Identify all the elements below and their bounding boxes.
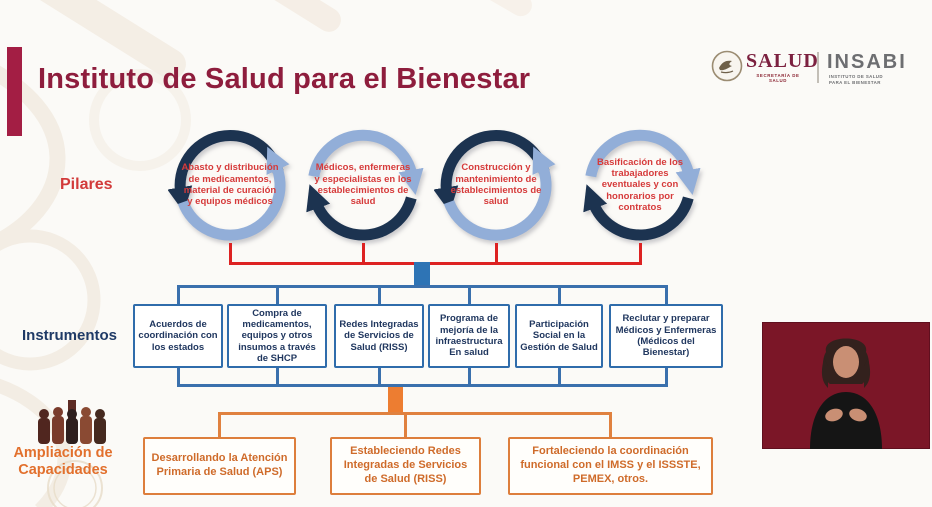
title-accent-bar — [7, 47, 22, 136]
eagle-seal-icon — [711, 50, 743, 82]
logo-divider — [817, 52, 819, 83]
connector-line — [404, 413, 407, 437]
connector-line — [228, 243, 232, 264]
connector-line — [275, 287, 279, 304]
connector-line — [177, 384, 668, 387]
cycle-arrows-icon — [168, 129, 290, 241]
instrumento-box-4: Programa de mejoría de la infraestructur… — [428, 304, 510, 368]
connector-line — [494, 243, 498, 264]
pillar-circle-3: Construcción y mantenimiento de establec… — [434, 123, 558, 247]
insabi-logo-text: INSABI — [827, 51, 907, 73]
connector-line — [176, 287, 180, 304]
connector-bar — [388, 387, 403, 414]
pillar-circle-1: Abasto y distribución de medicamentos, m… — [168, 123, 292, 247]
connector-line — [467, 368, 471, 386]
sign-language-interpreter-video — [762, 322, 930, 449]
connector-line — [361, 243, 365, 264]
pillar-circle-4: Basificación de los trabajadores eventua… — [578, 123, 702, 247]
connector-bar — [414, 262, 430, 288]
ampliacion-label: Ampliación de Capacidades — [13, 445, 113, 479]
connector-line — [377, 287, 381, 304]
connector-line — [377, 368, 381, 386]
cycle-arrows-icon — [583, 129, 701, 241]
cycle-arrows-icon — [434, 129, 556, 241]
pillar-text: Basificación de los trabajadores eventua… — [596, 156, 684, 214]
ampliacion-box-1: Desarrollando la Atención Primaria de Sa… — [143, 437, 296, 495]
connector-line — [217, 412, 612, 415]
pillar-text: Abasto y distribución de medicamentos, m… — [181, 162, 279, 208]
connector-line — [217, 413, 221, 437]
instrumento-box-2: Compra de medicamentos, equipos y otros … — [227, 304, 327, 368]
connector-line — [177, 285, 668, 288]
instrumento-box-1: Acuerdos de coordinación con los estados — [133, 304, 223, 368]
connector-line — [228, 262, 642, 265]
connector-line — [176, 368, 180, 386]
connector-line — [467, 287, 471, 304]
ampliacion-box-3: Fortaleciendo la coordinación funcional … — [508, 437, 713, 495]
pilares-label: Pilares — [60, 176, 113, 193]
instrumento-box-3: Redes Integradas de Servicios de Salud (… — [334, 304, 424, 368]
connector-line — [557, 368, 561, 386]
insabi-logo-subtext: INSTITUTO DE SALUD PARA EL BIENESTAR — [829, 74, 883, 86]
capacities-figures-image — [38, 400, 106, 444]
instrumento-box-5: Participación Social en la Gestión de Sa… — [515, 304, 603, 368]
cycle-arrows-icon — [306, 129, 424, 241]
connector-line — [664, 287, 668, 304]
pillar-text: Médicos, enfermeras y especialistas en l… — [314, 162, 412, 208]
page-title: Instituto de Salud para el Bienestar — [38, 63, 531, 96]
instrumentos-label: Instrumentos — [22, 327, 118, 344]
salud-logo-subtext: SECRETARÍA DE SALUD — [756, 73, 800, 83]
salud-logo-text: SALUD — [746, 50, 819, 72]
connector-line — [638, 243, 642, 264]
pillar-circle-2: Médicos, enfermeras y especialistas en l… — [301, 123, 425, 247]
instrumento-box-6: Reclutar y preparar Médicos y Enfermeras… — [609, 304, 723, 368]
connector-line — [608, 413, 612, 437]
connector-line — [664, 368, 668, 386]
connector-line — [275, 368, 279, 386]
connector-line — [557, 287, 561, 304]
pillar-text: Construcción y mantenimiento de establec… — [450, 162, 542, 208]
ampliacion-box-2: Estableciendo Redes Integradas de Servic… — [330, 437, 481, 495]
